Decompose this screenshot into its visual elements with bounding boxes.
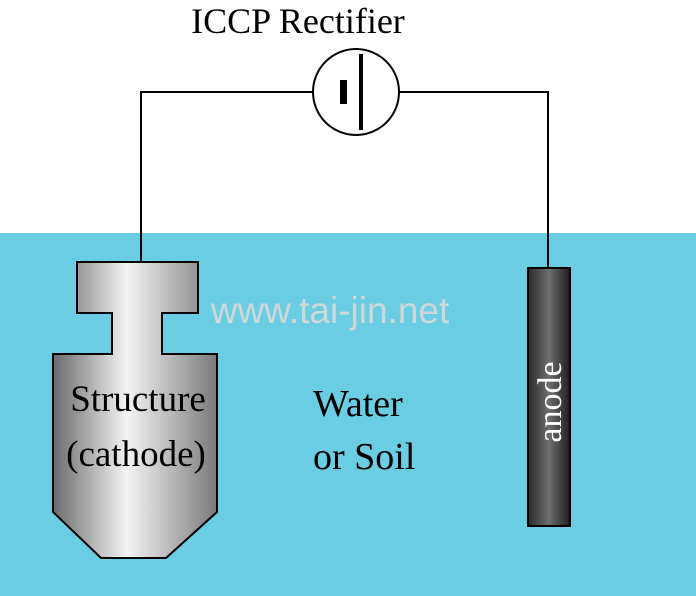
rectifier-circle — [312, 48, 400, 136]
cathode-structure — [52, 261, 218, 559]
anode-label: anode — [532, 361, 569, 442]
anode-rod — [527, 267, 571, 527]
medium-label-line1: Water — [313, 383, 403, 425]
battery-short-plate — [340, 80, 347, 104]
rectifier-symbol — [312, 48, 400, 136]
structure-label-line2: (cathode) — [66, 434, 206, 475]
circuit-wire — [140, 91, 549, 268]
rectifier-label: ICCP Rectifier — [191, 1, 405, 41]
battery-long-plate — [359, 54, 363, 130]
structure-label-line1: Structure — [70, 379, 206, 420]
watermark: www.tai-jin.net — [210, 290, 450, 331]
medium-label-line2: or Soil — [313, 436, 415, 478]
